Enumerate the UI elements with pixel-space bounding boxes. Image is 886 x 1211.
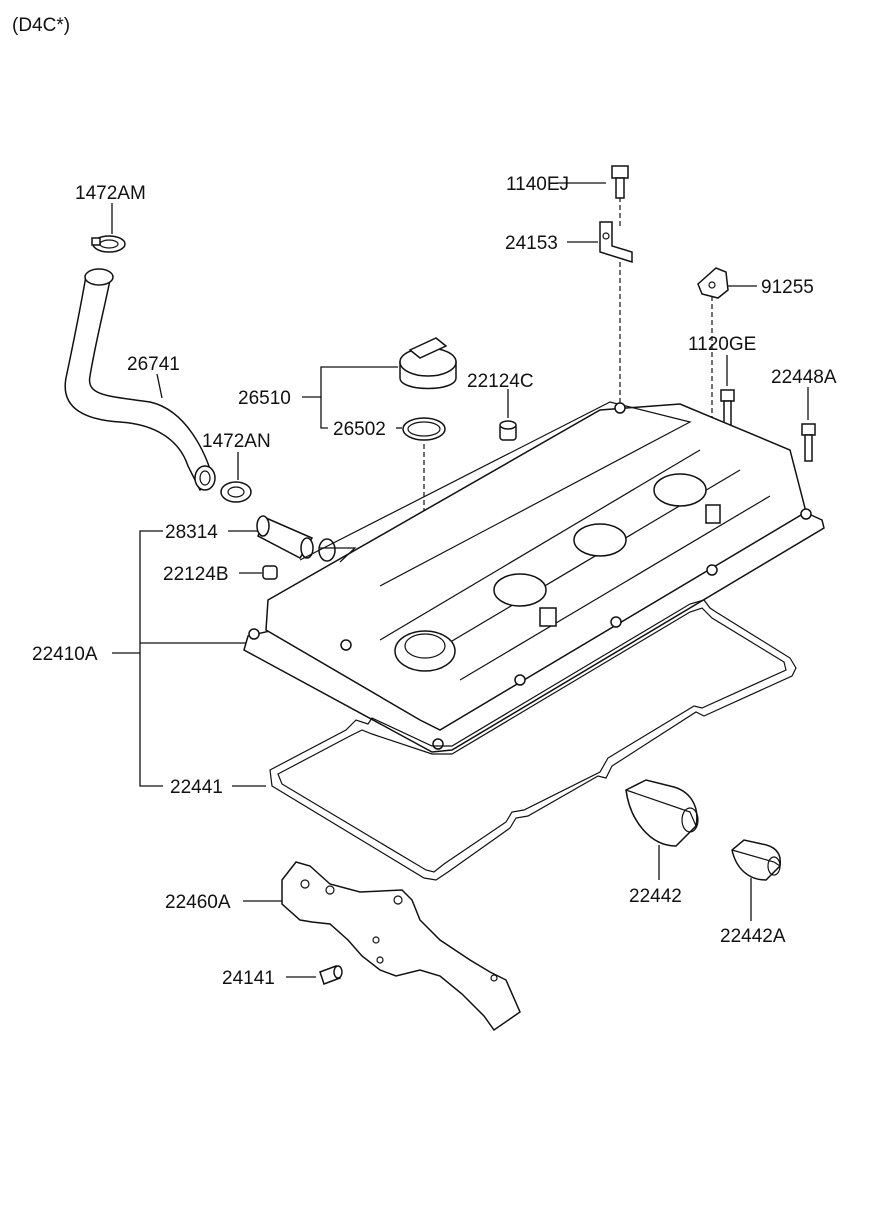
label-91255: 91255	[761, 277, 814, 298]
clip-91255	[697, 267, 729, 299]
plug-22124b	[262, 565, 278, 580]
label-22124b: 22124B	[163, 564, 229, 585]
seal-22442a	[731, 839, 782, 881]
label-22460a: 22460A	[165, 892, 231, 913]
seal-22442	[625, 779, 699, 847]
timing-cover-22460a	[281, 861, 521, 1032]
pipe-28314	[256, 515, 336, 562]
label-24153: 24153	[505, 233, 558, 254]
label-24141: 24141	[222, 968, 275, 989]
hose-clamp-1472an	[220, 481, 252, 503]
gasket-22441	[269, 599, 797, 881]
bolt-22448a	[801, 423, 816, 462]
oil-filler-cap-26510	[399, 337, 457, 390]
label-26510: 26510	[238, 388, 291, 409]
part-labels: 1472AM 26741 1472AN 26510 26502 22124C 1…	[32, 174, 837, 989]
label-28314: 28314	[165, 522, 218, 543]
breather-hose-26741	[64, 268, 216, 492]
label-22441: 22441	[170, 777, 223, 798]
bolt-1140ej	[611, 165, 629, 199]
engine-code-header: (D4C*)	[12, 15, 70, 36]
label-22410a: 22410A	[32, 644, 98, 665]
label-22442: 22442	[629, 886, 682, 907]
o-ring-26502	[402, 417, 446, 441]
label-1140ej: 1140EJ	[506, 174, 569, 195]
label-1472am: 1472AM	[75, 183, 146, 204]
label-26741: 26741	[127, 354, 180, 375]
label-26502: 26502	[333, 419, 386, 440]
hose-clamp-1472am	[91, 235, 126, 253]
rocker-cover-22410a	[243, 401, 825, 753]
label-1120ge: 1120GE	[688, 334, 756, 355]
plug-22124c	[499, 420, 517, 441]
leader-lines	[111, 182, 809, 978]
label-22124c: 22124C	[467, 371, 534, 392]
dowel-pin-24141	[319, 965, 343, 985]
label-22448a: 22448A	[771, 367, 837, 388]
bracket-24153	[599, 221, 633, 264]
label-22442a: 22442A	[720, 926, 786, 947]
label-1472an: 1472AN	[202, 431, 271, 452]
